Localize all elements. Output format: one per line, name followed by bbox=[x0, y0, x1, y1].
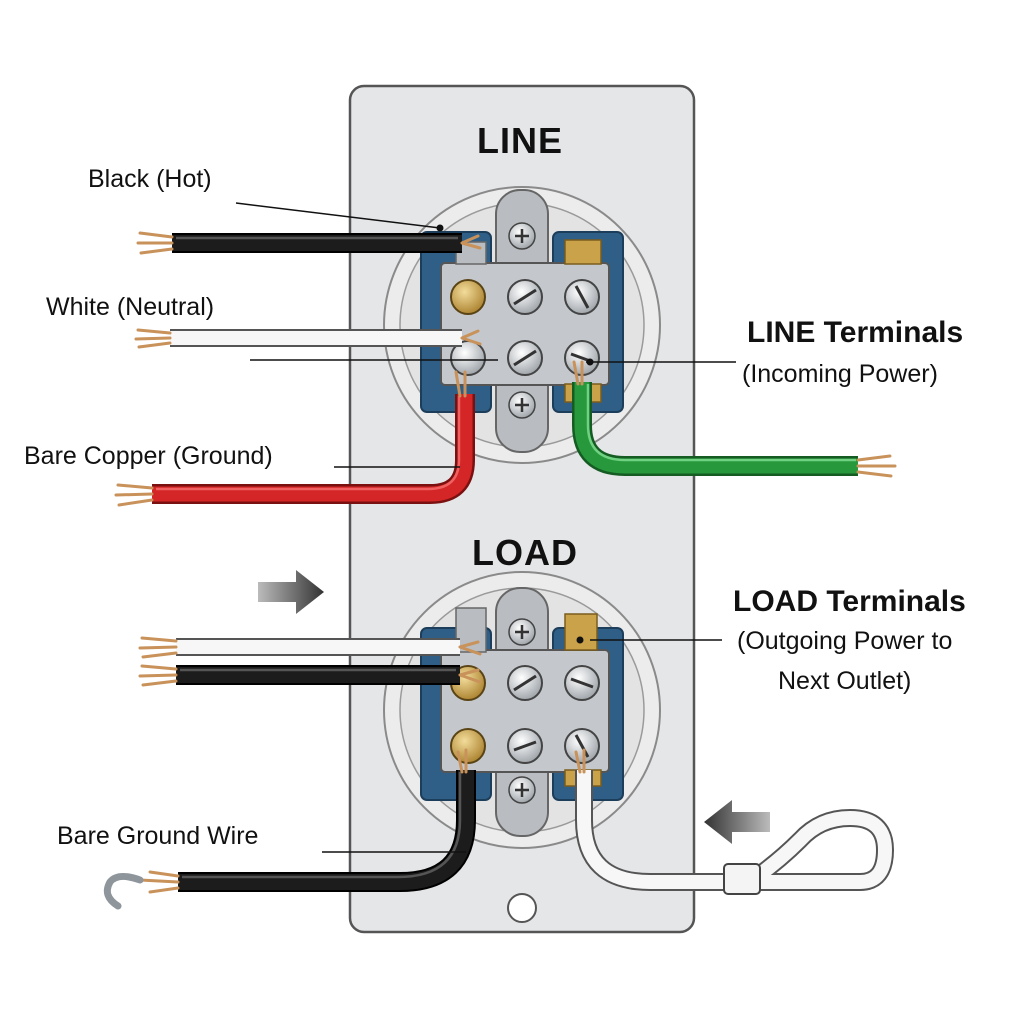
black-hot-label: Black (Hot) bbox=[88, 165, 212, 193]
load-terminals-subtitle-2: Next Outlet) bbox=[778, 667, 912, 695]
load-brass-screw[interactable] bbox=[450, 728, 486, 764]
arrow-right-icon bbox=[258, 570, 324, 614]
line-receptacle bbox=[383, 186, 661, 464]
bare-ground-black-wire[interactable] bbox=[178, 770, 476, 892]
line-brass-screw[interactable] bbox=[450, 279, 486, 315]
leader-lines bbox=[235, 202, 736, 853]
wire-connector-sleeve bbox=[723, 863, 761, 895]
bare-copper-ground-label: Bare Copper (Ground) bbox=[24, 442, 273, 470]
black-hot-wire[interactable] bbox=[172, 233, 462, 253]
load-terminals-title: LOAD Terminals bbox=[733, 585, 966, 618]
load-heading: LOAD bbox=[472, 532, 578, 573]
load-black-wire[interactable] bbox=[176, 665, 460, 685]
red-ground-wire[interactable] bbox=[152, 394, 475, 504]
plate-mounting-hole bbox=[507, 893, 537, 923]
arrow-left-icon bbox=[704, 800, 770, 844]
white-neutral-label: White (Neutral) bbox=[46, 293, 215, 321]
ground-wire-hook bbox=[103, 873, 144, 910]
green-wire[interactable] bbox=[572, 382, 858, 476]
load-white-loop-wire[interactable] bbox=[575, 770, 895, 895]
line-heading: LINE bbox=[477, 120, 564, 161]
load-receptacle bbox=[383, 571, 661, 849]
load-terminals-subtitle-1: (Outgoing Power to bbox=[737, 627, 953, 655]
line-terminals-title: LINE Terminals bbox=[747, 316, 964, 349]
line-terminals-subtitle: (Incoming Power) bbox=[742, 360, 938, 388]
copper-strands bbox=[114, 231, 897, 894]
bare-ground-wire-label: Bare Ground Wire bbox=[57, 822, 259, 850]
